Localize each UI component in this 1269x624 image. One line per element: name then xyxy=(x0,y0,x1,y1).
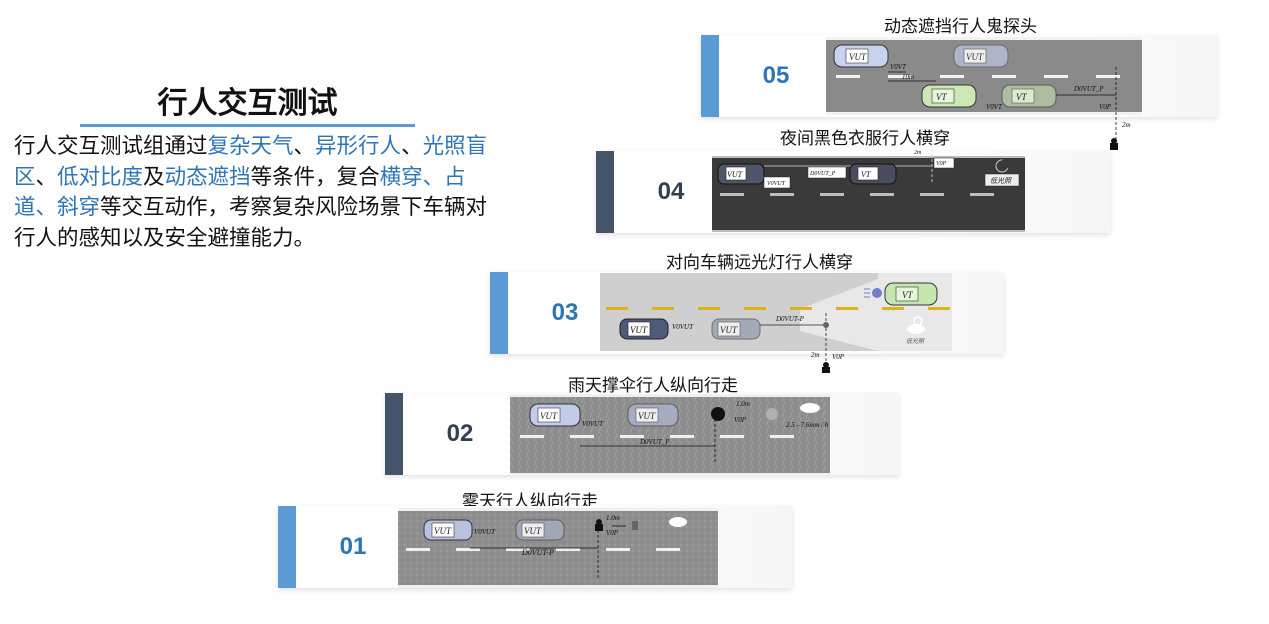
pedestrian-icon xyxy=(595,519,603,531)
label-vt: VT xyxy=(861,170,871,179)
vut-car: VUT xyxy=(717,163,765,185)
vut-car-ghost: VUT xyxy=(711,318,761,340)
scene-04: VUT V0VUT D0VUT_P VT V0P 2m 低光照 xyxy=(712,144,1030,234)
section-title: 行人交互测试 xyxy=(157,87,338,120)
label-v0vut: V0VUT xyxy=(474,528,496,536)
vut-car: VUT xyxy=(423,519,473,541)
label-v0vt: V0VT xyxy=(890,63,907,71)
label-d0: D0VUT_P xyxy=(1073,85,1104,93)
headlight-icon xyxy=(864,288,882,298)
label-v0vut: V0VUT xyxy=(767,181,786,187)
desc-part: 、 xyxy=(35,164,58,189)
label-weather: 低光照 xyxy=(990,177,1012,185)
label-rain: 2.5 - 7.6mm / h xyxy=(786,421,829,429)
card-number: 02 xyxy=(446,420,474,447)
card-accent-bar xyxy=(385,393,403,475)
label-v0p: V0P xyxy=(936,161,947,167)
pedestrian-icon xyxy=(822,362,830,373)
desc-part: 及 xyxy=(143,164,165,189)
card-number: 01 xyxy=(339,533,367,560)
label-vut: VUT xyxy=(638,411,656,421)
card-03-title: 对向车辆远光灯行人横穿 xyxy=(666,253,853,272)
label-v0vt-2: V0VT xyxy=(986,103,1003,111)
desc-highlight: 异形行人 xyxy=(315,134,402,158)
label-v0p: V0P xyxy=(606,529,619,537)
card-accent-bar xyxy=(490,272,508,354)
moon-icon xyxy=(995,159,1010,173)
label-vut: VUT xyxy=(630,325,648,335)
label-1m: 1.0m xyxy=(606,514,620,522)
rain-cloud-icon xyxy=(800,403,820,413)
vut-car: VUT xyxy=(529,403,581,427)
label-vt: VT xyxy=(1016,92,1027,102)
label-vut: VUT xyxy=(524,526,542,536)
vt-car: VT xyxy=(849,163,897,185)
label-vt: VT xyxy=(936,92,947,102)
desc-part: 等条件，复合 xyxy=(250,164,380,189)
label-d0: D0VUT_P xyxy=(639,438,670,446)
label-vut: VUT xyxy=(540,411,558,421)
scene-03: VUT V0VUT VUT D0VUT-P V0P 2m VT xyxy=(600,273,955,373)
label-vut: VUT xyxy=(720,325,738,335)
title-underline xyxy=(80,124,415,127)
label-vut: VUT xyxy=(434,526,452,536)
desc-part: 、 xyxy=(293,134,316,158)
vut-car-ghost: VUT xyxy=(515,519,565,541)
card-number: 05 xyxy=(762,62,790,89)
label-d0: D0VUT-P xyxy=(775,315,805,323)
card-05-title: 动态遮挡行人鬼探头 xyxy=(884,17,1037,36)
desc-highlight: 低对比度 xyxy=(57,164,144,189)
desc-highlight: 横穿、占道、斜穿 xyxy=(14,164,466,220)
label-v0p: V0P xyxy=(1099,103,1112,111)
section-description: 行人交互测试组通过复杂天气、异形行人、光照盲区、低对比度及动态遮挡等条件，复合横… xyxy=(14,131,488,253)
scene-02: VUT VUT V0VUT D0VUT_P 1.0m V0P 2.5 - 7.6… xyxy=(510,394,832,478)
label-d0: D0VUT_P xyxy=(809,171,836,177)
umbrella-pedestrian-icon xyxy=(711,407,725,421)
label-v0vut: V0VUT xyxy=(672,323,694,331)
vut-car: VUT xyxy=(833,44,889,68)
card-02-title: 雨天撑伞行人纵向行走 xyxy=(568,376,738,395)
vt-car-ghost: VT xyxy=(1001,84,1057,108)
moon-icon xyxy=(907,316,925,334)
card-number: 03 xyxy=(551,299,579,326)
label-vut: VUT xyxy=(849,52,867,62)
label-v0p: V0P xyxy=(832,353,845,361)
desc-part: 、 xyxy=(401,134,423,158)
scene-01: VUT V0VUT VUT D0VUT-P 1.0m V0P xyxy=(398,508,720,590)
label-vut: VUT xyxy=(966,52,984,62)
label-weather: 低光照 xyxy=(906,337,925,345)
label-10m: 10m xyxy=(902,73,914,81)
scene-05: VUT VUT VT VT V0VT 10m D0VUT_P V0VT V0P … xyxy=(826,37,1146,152)
vut-car-ghost: VUT xyxy=(627,403,679,427)
card-accent-bar xyxy=(278,506,296,588)
card-04-title: 夜间黑色衣服行人横穿 xyxy=(780,129,950,148)
label-2m: 2m xyxy=(914,150,922,156)
label-2m: 2m xyxy=(811,351,820,359)
label-2m: 2m xyxy=(1122,121,1131,129)
vt-car: VT xyxy=(884,282,938,306)
label-d0: D0VUT-P xyxy=(521,548,554,557)
vut-car-ghost: VUT xyxy=(953,44,1009,68)
desc-highlight: 动态遮挡 xyxy=(164,164,251,189)
desc-part: 行人交互测试组通过 xyxy=(14,134,208,158)
vt-car: VT xyxy=(921,84,977,108)
label-vt: VT xyxy=(902,290,913,300)
label-v0p: V0P xyxy=(734,416,747,424)
card-accent-bar xyxy=(701,35,719,117)
desc-part: 等交互动作，考察复杂风险场景下车辆对行人的感知以及安全避撞能力。 xyxy=(14,195,488,250)
fog-cloud-icon xyxy=(669,517,687,527)
card-accent-bar xyxy=(596,151,614,233)
pedestrian-icon xyxy=(1110,138,1118,150)
label-v0vut: V0VUT xyxy=(582,420,604,428)
vut-car: VUT xyxy=(619,318,669,340)
desc-highlight: 复杂天气 xyxy=(207,134,294,158)
label-1m: 1.0m xyxy=(736,400,750,408)
label-vut: VUT xyxy=(727,170,743,179)
desc-highlight: 光照盲区 xyxy=(14,134,488,189)
card-number: 04 xyxy=(657,178,685,205)
